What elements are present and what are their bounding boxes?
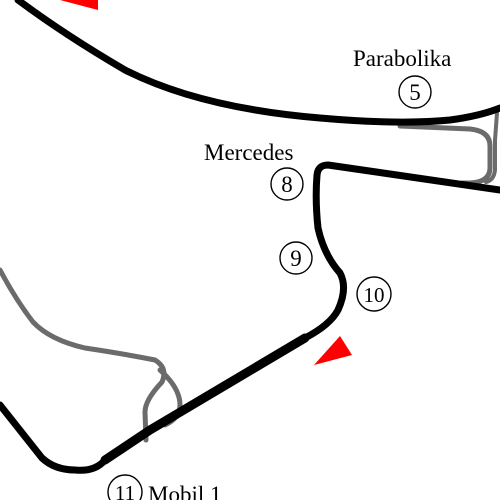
turn-badge-10: 10 bbox=[356, 276, 392, 312]
track-mobil-straight bbox=[100, 333, 310, 465]
runoff-road-mobil bbox=[0, 267, 167, 443]
runoff-road-parabolika-inner bbox=[484, 111, 499, 184]
track-mercedes-section bbox=[301, 161, 500, 342]
direction-arrow-mobil bbox=[314, 336, 352, 365]
svg-text:8: 8 bbox=[281, 172, 293, 197]
turn-badge-9: 9 bbox=[279, 241, 313, 275]
svg-text:9: 9 bbox=[290, 246, 302, 271]
turn-badge-8: 8 bbox=[270, 167, 304, 201]
label-mercedes: Mercedes bbox=[204, 140, 293, 165]
label-parabolika: Parabolika bbox=[353, 46, 451, 71]
svg-text:5: 5 bbox=[409, 80, 421, 105]
direction-markers bbox=[60, 0, 352, 365]
svg-text:10: 10 bbox=[364, 283, 385, 307]
direction-arrow-top bbox=[60, 0, 98, 10]
svg-text:11: 11 bbox=[115, 481, 135, 500]
runoff-road-parabolika bbox=[397, 123, 493, 186]
circuit-track bbox=[0, 0, 500, 474]
turn-badge-5: 5 bbox=[398, 75, 432, 109]
track-top-straight bbox=[14, 0, 500, 126]
turn-badge-11: 11 bbox=[107, 474, 143, 500]
track-mobil-curve bbox=[0, 401, 109, 474]
label-mobil: Mobil 1 bbox=[148, 482, 221, 500]
